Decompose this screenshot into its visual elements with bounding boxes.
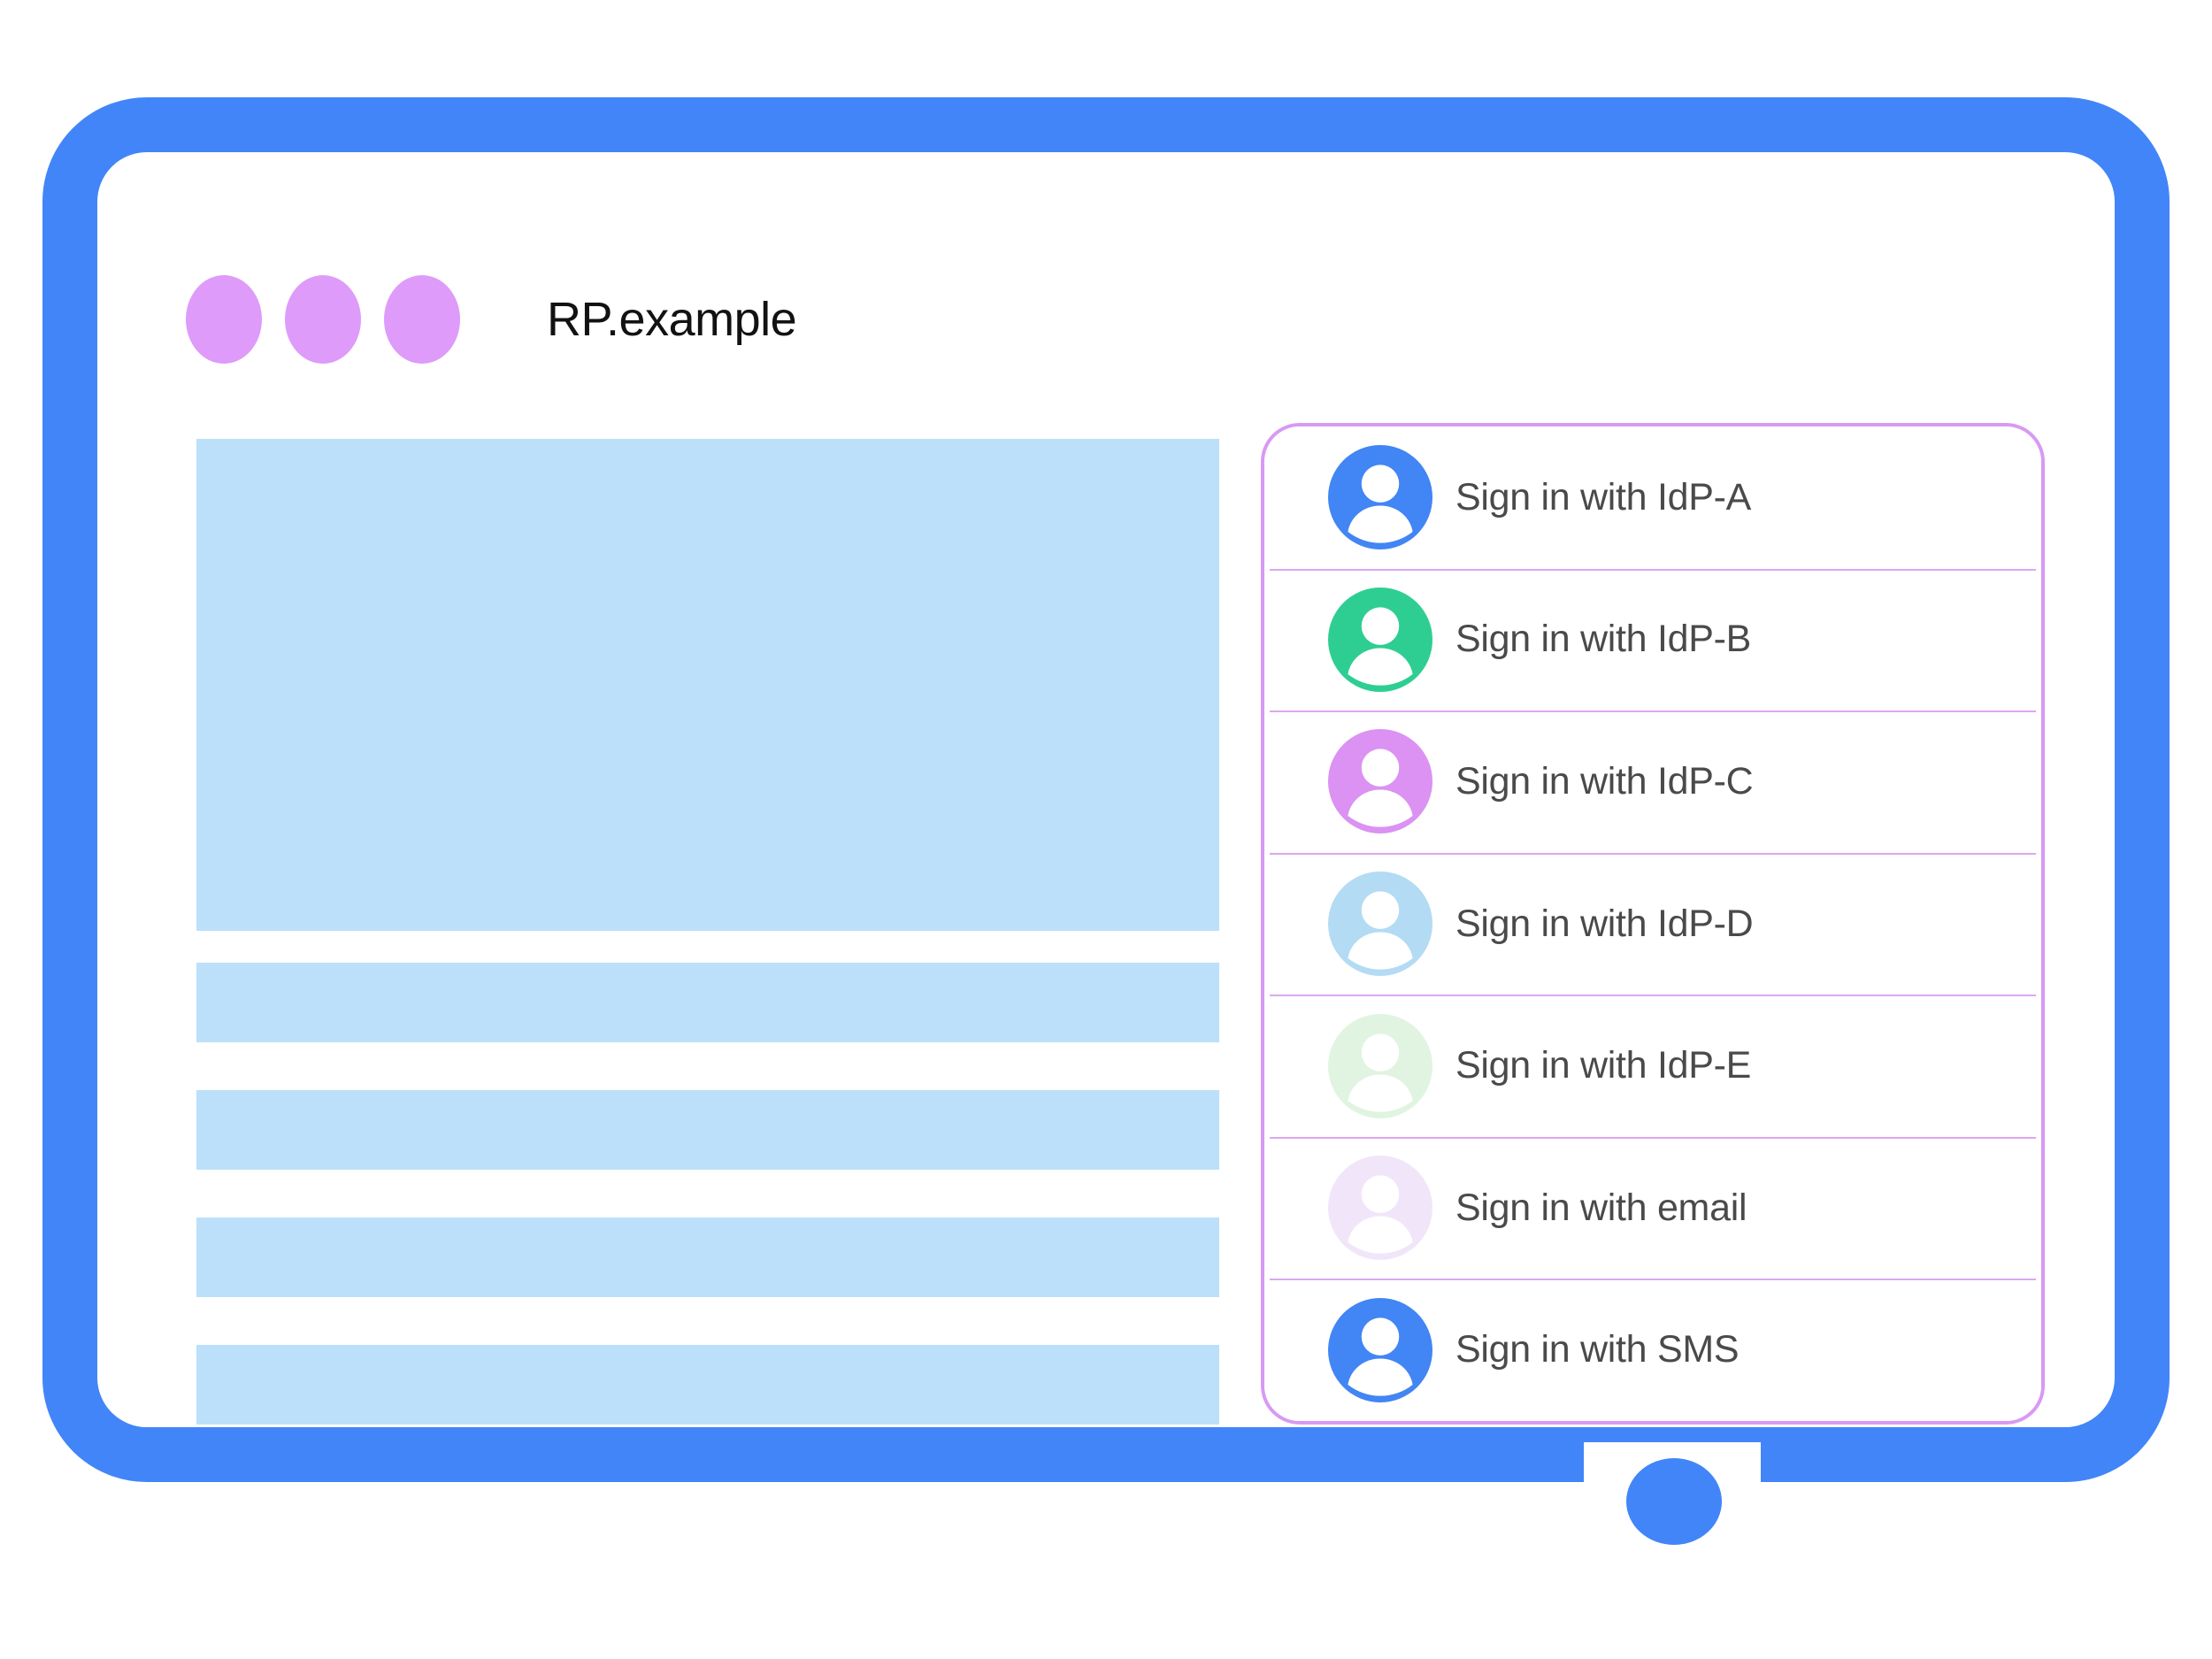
account-option-label: Sign in with IdP-B xyxy=(1455,618,1751,661)
home-button[interactable] xyxy=(1626,1458,1722,1545)
account-avatar-icon xyxy=(1328,587,1432,692)
account-option-idp-b[interactable]: Sign in with IdP-B xyxy=(1264,568,2041,711)
account-option-sms[interactable]: Sign in with SMS xyxy=(1264,1279,2041,1421)
text-line-placeholder-1 xyxy=(196,963,1219,1042)
text-line-placeholder-3 xyxy=(196,1217,1219,1297)
account-option-label: Sign in with IdP-A xyxy=(1455,475,1751,518)
account-option-label: Sign in with IdP-E xyxy=(1455,1044,1751,1087)
account-avatar-icon xyxy=(1328,1013,1432,1118)
hero-placeholder xyxy=(196,439,1219,931)
account-option-idp-e[interactable]: Sign in with IdP-E xyxy=(1264,995,2041,1137)
text-line-placeholder-2 xyxy=(196,1090,1219,1170)
account-avatar-icon xyxy=(1328,1297,1432,1402)
account-avatar-icon xyxy=(1328,872,1432,977)
account-option-idp-c[interactable]: Sign in with IdP-C xyxy=(1264,710,2041,853)
account-option-label: Sign in with email xyxy=(1455,1186,1747,1229)
account-option-label: Sign in with IdP-C xyxy=(1455,759,1754,803)
titlebar-dot-1[interactable] xyxy=(186,275,262,364)
account-option-label: Sign in with SMS xyxy=(1455,1328,1740,1371)
account-option-email[interactable]: Sign in with email xyxy=(1264,1136,2041,1279)
titlebar-dot-2[interactable] xyxy=(285,275,361,364)
account-option-idp-d[interactable]: Sign in with IdP-D xyxy=(1264,852,2041,995)
titlebar-dot-3[interactable] xyxy=(384,275,460,364)
account-option-label: Sign in with IdP-D xyxy=(1455,902,1754,945)
text-line-placeholder-4 xyxy=(196,1345,1219,1425)
account-chooser-dialog: Sign in with IdP-A Sign in with IdP-B Si… xyxy=(1261,423,2045,1425)
page-title: RP.example xyxy=(547,293,797,346)
account-avatar-icon xyxy=(1328,1156,1432,1261)
account-option-idp-a[interactable]: Sign in with IdP-A xyxy=(1264,426,2041,569)
account-avatar-icon xyxy=(1328,445,1432,550)
browser-titlebar: RP.example xyxy=(186,270,797,369)
account-avatar-icon xyxy=(1328,729,1432,834)
